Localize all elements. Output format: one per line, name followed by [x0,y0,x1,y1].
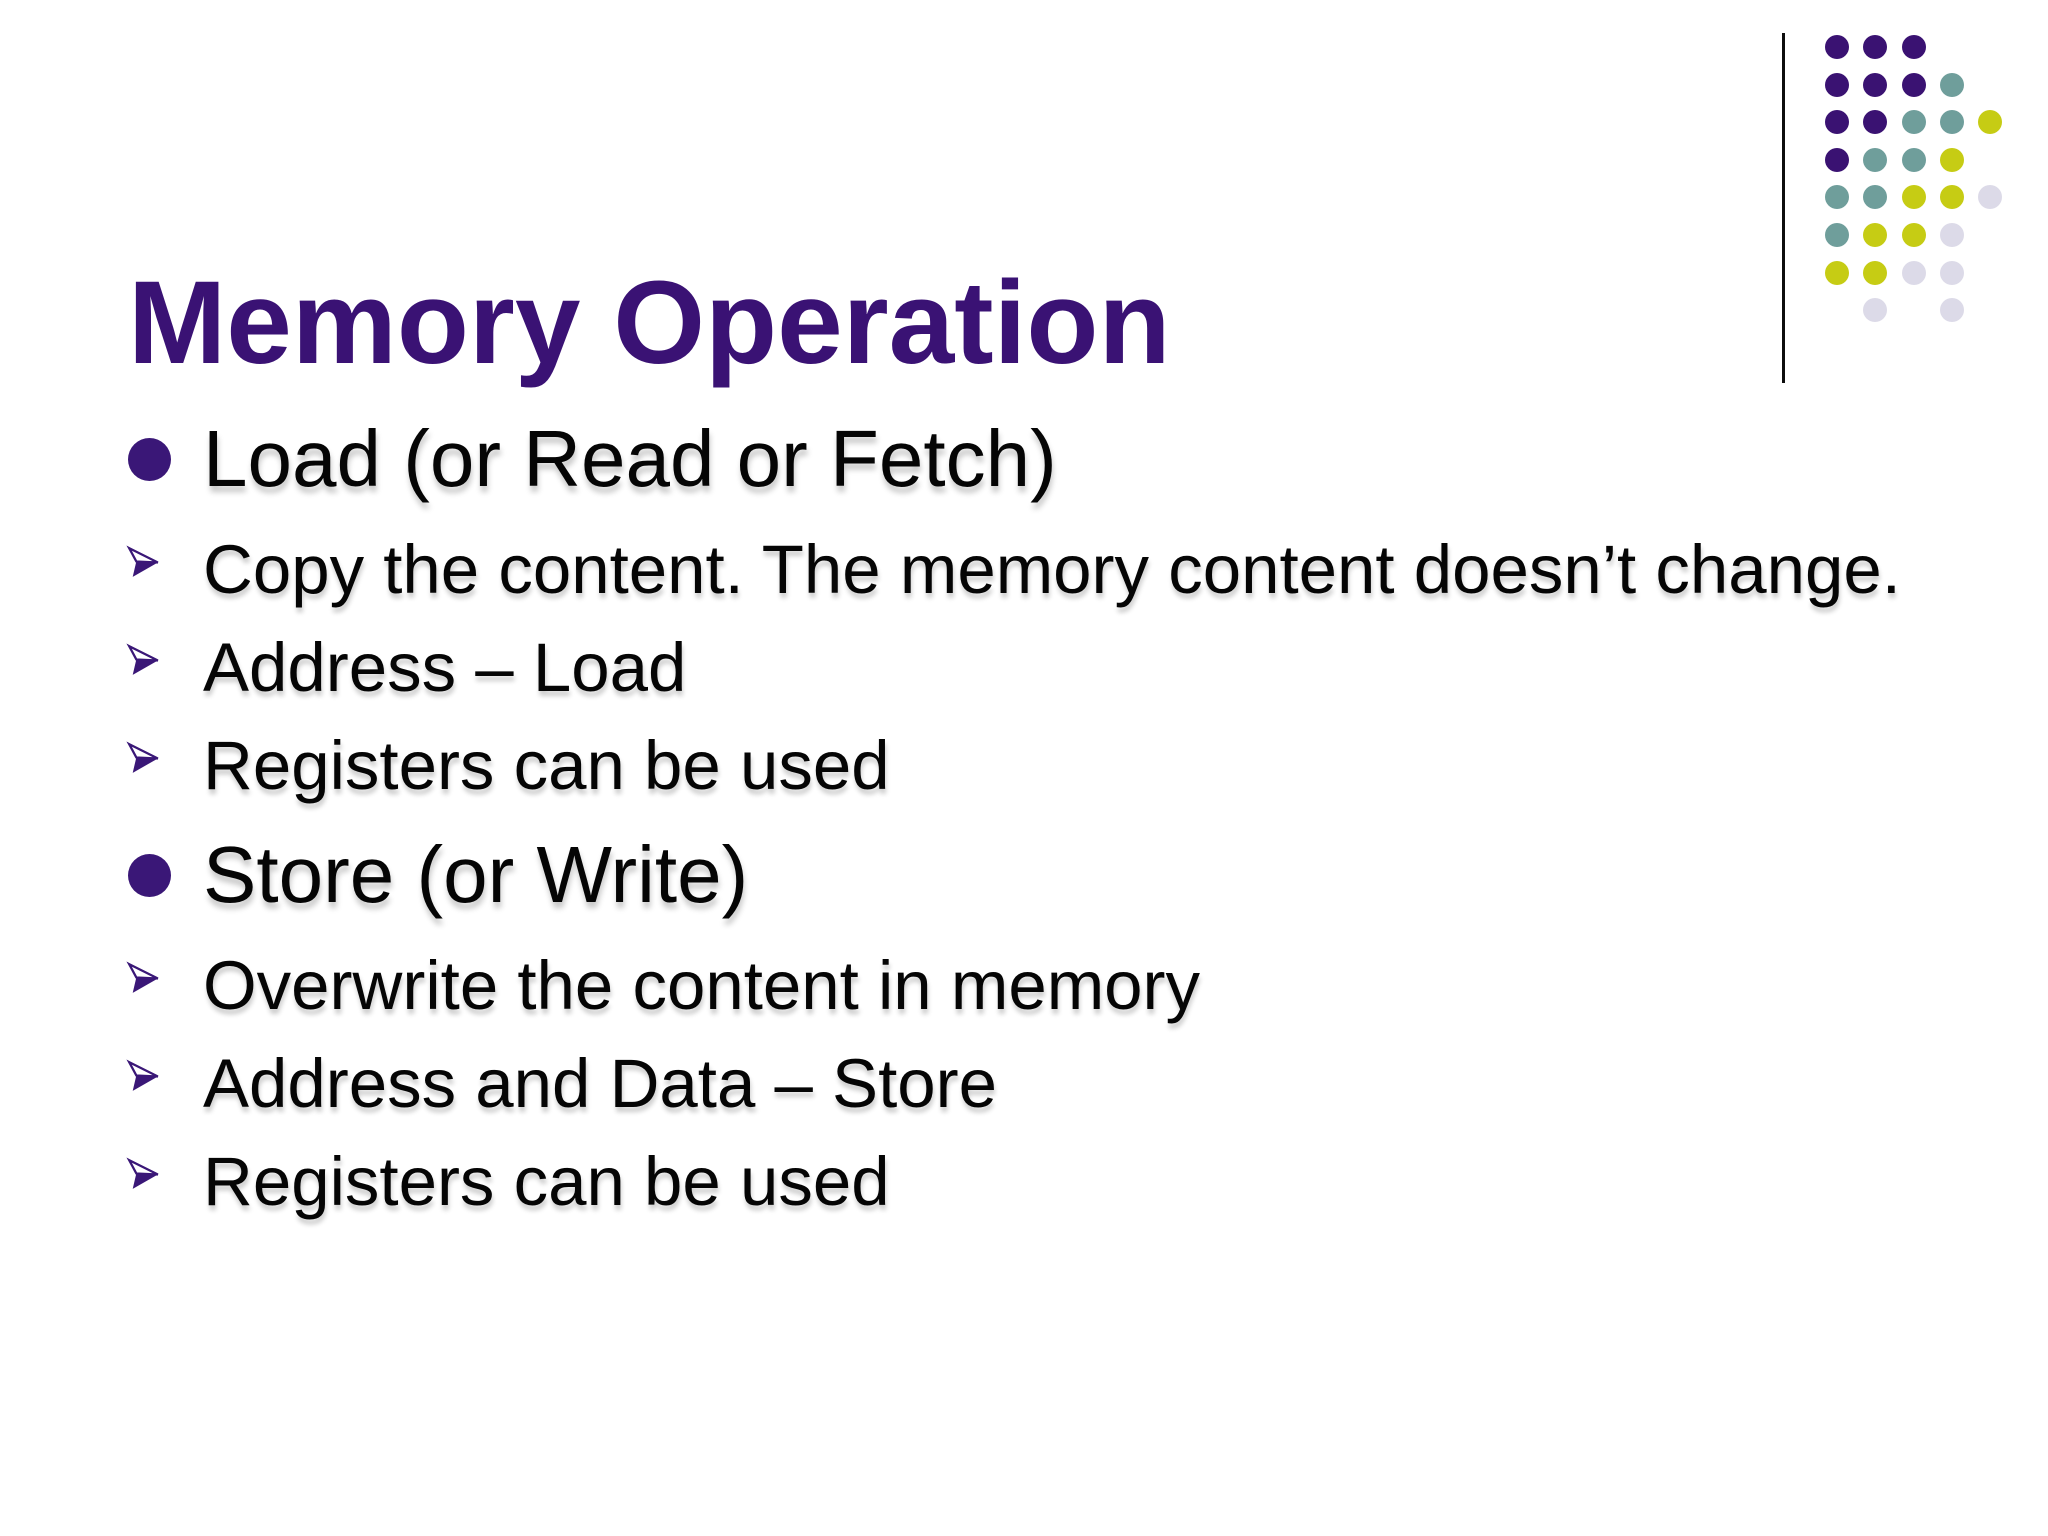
decor-dot [1825,72,1849,97]
decor-dot [1939,298,1964,323]
arrow-bullet-icon [126,740,159,773]
arrow-bullet-icon [126,1156,159,1189]
sub-bullet-marker [125,1156,203,1200]
decor-dot [1939,223,1964,247]
sub-bullet-text: Address and Data – Store [203,1044,997,1122]
sub-bullet-marker [125,1058,203,1102]
arrow-bullet-icon [126,960,159,993]
sub-bullet-marker [125,544,203,588]
decor-dot [1901,223,1926,247]
decor-dot [1863,35,1888,59]
decor-dot [1825,110,1849,135]
decor-dot [1825,147,1849,172]
sub-bullet-item: Overwrite the content in memory [0,936,2008,1034]
decor-dot [1939,72,1964,97]
sub-bullet-item: Registers can be used [0,1132,2008,1230]
sub-bullet-marker [125,642,203,686]
decor-dot [1863,298,1888,323]
circle-bullet-icon [128,853,171,897]
sub-bullet-text: Copy the content. The memory content doe… [203,530,1901,608]
decor-dots [1825,33,2025,333]
decor-dot [1901,185,1926,210]
decor-dot [1939,147,1964,172]
decor-dot [1939,110,1964,135]
sub-bullet-marker [125,960,203,1004]
decor-dot [1863,223,1888,247]
decor-dot [1863,185,1888,210]
sub-bullet-text: Registers can be used [203,726,890,804]
arrow-bullet-icon [126,1058,159,1091]
sub-bullet-marker [125,740,203,784]
decor-dot [1825,35,1849,59]
arrow-bullet-icon [126,544,159,577]
sub-bullet-item: Registers can be used [0,716,2008,814]
decor-dot [1863,110,1888,135]
sub-bullet-item: Address – Load [0,618,2008,716]
decor-dot [1825,260,1849,285]
sub-bullet-text: Address – Load [203,628,687,706]
arrow-bullet-icon [126,642,159,675]
slide-title: Memory Operation [128,257,1171,390]
bullet-text: Store (or Write) [203,830,749,919]
decor-dot [1978,185,2002,210]
bullet-item: Load (or Read or Fetch) [0,398,2008,520]
decor-dot [1825,185,1849,210]
sub-bullet-text: Overwrite the content in memory [203,946,1201,1024]
bullet-list: Load (or Read or Fetch) Copy the content.… [0,398,2008,1230]
decor-dot [1939,185,1964,210]
decor-dot [1863,260,1888,285]
decor-dot [1901,260,1926,285]
decor-dot [1901,110,1926,135]
decor-dot [1978,110,2002,135]
bullet-text: Load (or Read or Fetch) [203,414,1057,503]
sub-bullet-text: Registers can be used [203,1142,890,1220]
bullet-marker [128,437,203,481]
decor-dot [1901,72,1926,97]
decor-dot [1901,147,1926,172]
bullet-marker [128,853,203,897]
decor-divider-line [1782,33,1785,383]
decor-dot [1863,72,1888,97]
decor-dot [1863,147,1888,172]
sub-bullet-item: Address and Data – Store [0,1034,2008,1132]
decor-dot [1825,223,1849,247]
circle-bullet-icon [128,437,171,481]
bullet-item: Store (or Write) [0,814,2008,936]
decor-dot [1939,260,1964,285]
sub-bullet-item: Copy the content. The memory content doe… [0,520,2008,618]
decor-dot [1901,35,1926,59]
